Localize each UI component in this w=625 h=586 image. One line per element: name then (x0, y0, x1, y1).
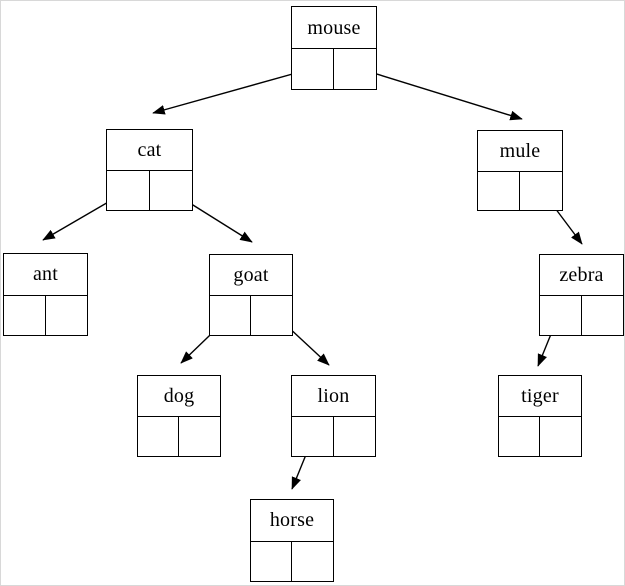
tree-node-dog[interactable]: dog (137, 375, 221, 457)
tree-node-pointer-row (4, 294, 88, 336)
tree-node-label: zebra (559, 264, 604, 286)
left-pointer-cell[interactable] (138, 417, 179, 456)
tree-node-pointer-row (499, 416, 581, 456)
tree-node-ant[interactable]: ant (3, 253, 88, 336)
tree-node-label: horse (269, 509, 315, 532)
right-pointer-cell[interactable] (179, 417, 220, 456)
tree-node-label: dog (163, 385, 195, 407)
right-pointer-cell[interactable] (150, 171, 193, 210)
tree-node-tiger[interactable]: tiger (498, 375, 582, 457)
tree-node-pointer-row (210, 295, 292, 335)
left-pointer-cell[interactable] (210, 296, 251, 335)
right-pointer-cell[interactable] (540, 417, 581, 456)
tree-edge-mouse-to-mule (353, 66, 523, 121)
left-pointer-cell[interactable] (499, 417, 540, 456)
right-pointer-cell[interactable] (46, 296, 88, 336)
left-pointer-cell[interactable] (540, 296, 582, 335)
left-pointer-cell[interactable] (251, 541, 292, 581)
left-pointer-cell[interactable] (478, 171, 520, 210)
tree-node-goat[interactable]: goat (209, 254, 293, 336)
right-pointer-cell[interactable] (251, 296, 292, 335)
left-pointer-cell[interactable] (4, 295, 46, 335)
left-pointer-cell[interactable] (107, 171, 150, 210)
tree-node-pointer-row (138, 416, 220, 456)
tree-node-zebra[interactable]: zebra (539, 254, 624, 336)
tree-node-pointer-row (292, 416, 375, 456)
tree-node-lion[interactable]: lion (291, 375, 376, 457)
tree-node-label: mule (499, 139, 541, 162)
tree-node-label: mouse (307, 16, 361, 39)
left-pointer-cell[interactable] (292, 417, 334, 456)
right-pointer-cell[interactable] (292, 542, 333, 582)
tree-node-label: ant (32, 263, 59, 286)
left-pointer-cell[interactable] (292, 49, 334, 89)
tree-node-mouse[interactable]: mouse (291, 6, 377, 90)
tree-node-pointer-row (540, 295, 623, 335)
tree-edge-mouse-to-cat (152, 67, 315, 115)
tree-node-pointer-row (107, 170, 192, 210)
tree-node-label: tiger (521, 385, 559, 407)
tree-node-pointer-row (292, 48, 376, 89)
right-pointer-cell[interactable] (334, 49, 376, 89)
tree-node-pointer-row (478, 170, 562, 211)
right-pointer-cell[interactable] (334, 417, 376, 456)
tree-node-label: goat (233, 264, 269, 286)
tree-node-label: lion (317, 385, 350, 407)
tree-node-cat[interactable]: cat (106, 129, 193, 211)
tree-node-horse[interactable]: horse (250, 499, 334, 582)
right-pointer-cell[interactable] (582, 296, 624, 335)
tree-node-label: cat (137, 139, 162, 161)
tree-node-mule[interactable]: mule (477, 130, 563, 211)
tree-node-pointer-row (251, 540, 333, 582)
right-pointer-cell[interactable] (520, 172, 562, 211)
